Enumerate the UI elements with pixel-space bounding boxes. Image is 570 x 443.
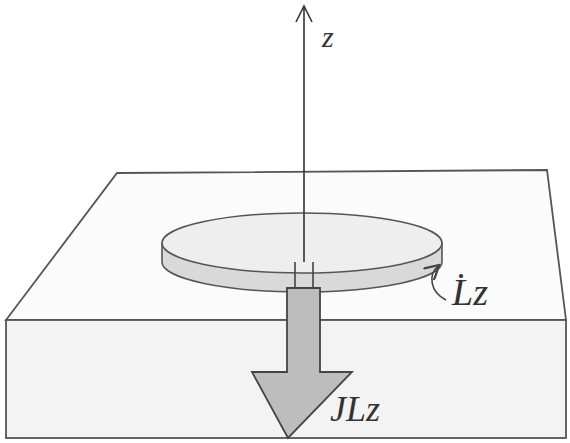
disk [162, 213, 442, 292]
rotation-arrow [432, 266, 446, 300]
z-axis [296, 6, 312, 262]
torque-label: L̇z [452, 272, 488, 314]
axis-label: z [322, 20, 334, 53]
slab [6, 170, 566, 438]
flux-label: JLz [330, 390, 380, 430]
